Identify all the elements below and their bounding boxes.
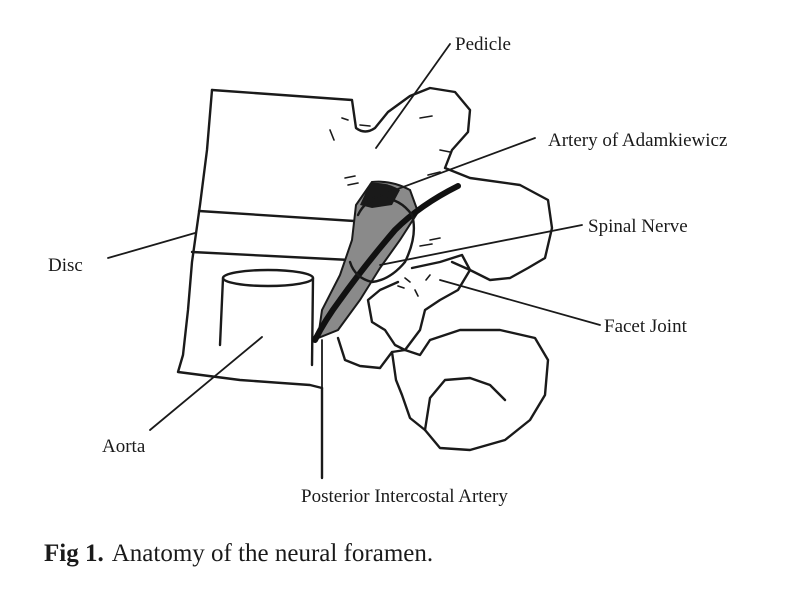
pedicle-label: Pedicle [455, 34, 511, 55]
posterior-arch [336, 328, 550, 452]
aorta-top [221, 268, 315, 288]
disc-leader [107, 232, 196, 259]
vertebral-body-outline [210, 86, 554, 282]
artery-of-adamkiewicz-label: Artery of Adamkiewicz [548, 130, 727, 151]
aorta-leader [149, 336, 263, 431]
caption-text: Anatomy of the neural foramen. [111, 540, 434, 567]
texture-marks [329, 115, 451, 297]
artery-of-adamkiewicz [312, 183, 461, 343]
facet-joint-outline [366, 253, 472, 352]
posterior-intercostal-artery-label: Posterior Intercostal Artery [301, 486, 508, 507]
facet-joint-leader [439, 279, 601, 326]
facet-joint-label: Facet Joint [604, 316, 688, 337]
lamina-inner [423, 376, 507, 432]
disc-upper-line [197, 209, 372, 224]
adamkiewicz-leader [367, 137, 536, 201]
spinal-nerve-leader [379, 224, 583, 266]
aorta-left-wall [218, 276, 225, 347]
aorta-right-wall [310, 276, 315, 367]
spinal-nerve-label: Spinal Nerve [588, 216, 688, 237]
figure-number: Fig 1. [44, 540, 104, 567]
disc-label: Disc [48, 255, 83, 276]
aorta-label: Aorta [102, 436, 146, 457]
vertebral-body-front [176, 88, 324, 390]
figure-caption: Fig 1. Anatomy of the neural foramen. [44, 540, 433, 568]
spinal-nerve-outline [348, 196, 416, 284]
disc-lower-line [190, 250, 352, 262]
pedicle-leader [375, 43, 451, 149]
